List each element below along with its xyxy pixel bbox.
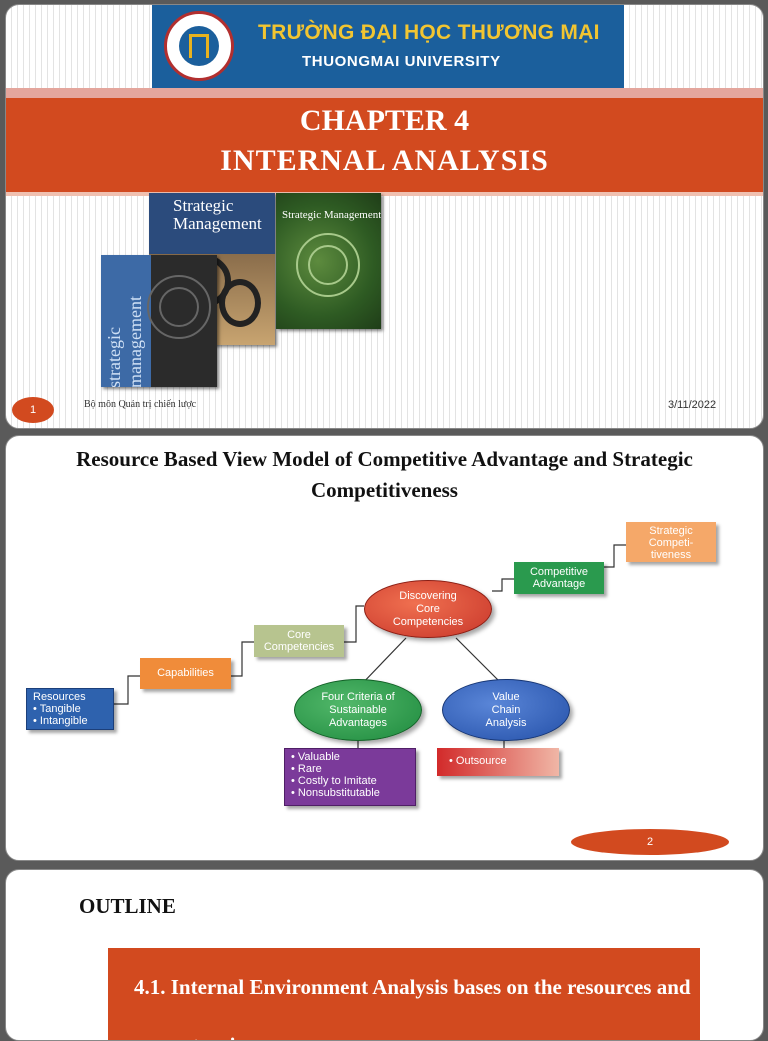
page-number: 1	[12, 397, 54, 423]
page-number: 2	[571, 829, 729, 855]
slide-3: OUTLINE 4.1. Internal Environment Analys…	[5, 869, 764, 1041]
university-banner: TRƯỜNG ĐẠI HỌC THƯƠNG MẠI THUONGMAI UNIV…	[152, 5, 624, 88]
book-cover-image: Strategic Management	[276, 193, 381, 329]
capabilities-box: Capabilities	[140, 658, 231, 689]
four-criteria-oval: Four Criteria of Sustainable Advantages	[294, 679, 422, 741]
diagram-connectors	[114, 544, 626, 748]
slide-1: TRƯỜNG ĐẠI HỌC THƯƠNG MẠI THUONGMAI UNIV…	[5, 4, 764, 429]
criteria-list-box: • Valuable • Rare • Costly to Imitate • …	[284, 748, 416, 806]
outline-item-box: 4.1. Internal Environment Analysis bases…	[108, 948, 700, 1040]
outline-item-4-1: 4.1. Internal Environment Analysis bases…	[134, 975, 691, 1040]
footer-date: 3/11/2022	[668, 399, 717, 411]
discovering-core-competencies-oval: Discovering Core Competencies	[364, 580, 492, 638]
outsource-box: • Outsource	[437, 748, 559, 776]
university-name-vn: TRƯỜNG ĐẠI HỌC THƯƠNG MẠI	[258, 21, 600, 44]
outline-heading: OUTLINE	[79, 894, 176, 918]
resources-box: Resources • Tangible • Intangible	[26, 688, 114, 730]
chapter-title: CHAPTER 4	[299, 104, 470, 137]
strategic-competitiveness-box: Strategic Competi- tiveness	[626, 522, 716, 562]
chapter-subtitle: INTERNAL ANALYSIS	[220, 144, 549, 177]
university-name-en: THUONGMAI UNIVERSITY	[302, 53, 501, 70]
slide-2: Resource Based View Model of Competitive…	[5, 435, 764, 861]
university-logo	[164, 11, 234, 81]
chapter-title-bar: CHAPTER 4 INTERNAL ANALYSIS	[6, 98, 763, 196]
competitive-advantage-box: Competitive Advantage	[514, 562, 604, 594]
book-cover-image: strategic management	[101, 255, 217, 387]
footer-department: Bộ môn Quản trị chiến lược	[84, 399, 197, 410]
value-chain-analysis-oval: Value Chain Analysis	[442, 679, 570, 741]
divider	[6, 88, 763, 98]
slide-title: Resource Based View Model of Competitive…	[76, 447, 693, 502]
core-competencies-box: Core Competencies	[254, 625, 344, 657]
